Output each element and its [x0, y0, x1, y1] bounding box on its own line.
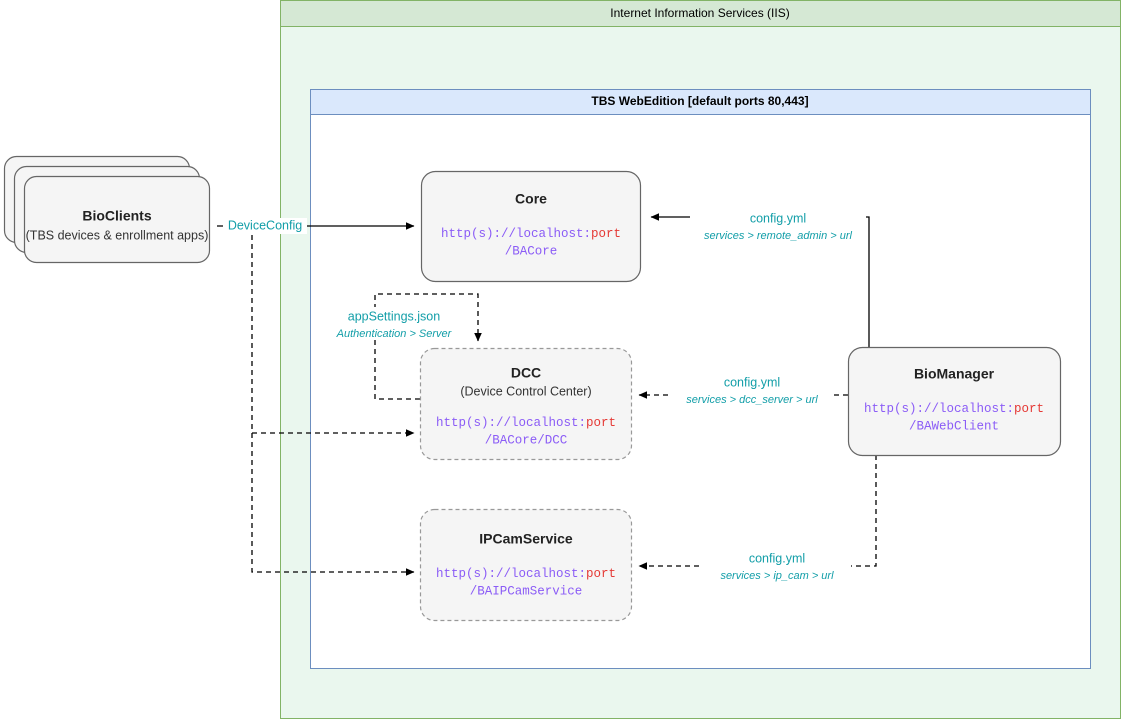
- node-ipcamservice-box: [419, 508, 633, 622]
- container-iis-header: [280, 0, 1121, 27]
- node-biomanager-box: [847, 346, 1062, 457]
- node-dcc-url-port: port: [586, 416, 616, 430]
- node-dcc-title: DCC: [511, 365, 541, 381]
- node-ipcamservice-url-path: /BAIPCamService: [470, 584, 583, 598]
- edge-label-core-config-bg: [690, 209, 866, 243]
- node-bioclients-stack-front: [23, 175, 211, 264]
- node-biomanager[interactable]: BioManager http(s)://localhost:port /BAW…: [847, 346, 1062, 457]
- edge-label-dcc-appsettings-file: appSettings.json: [348, 309, 440, 323]
- edge-label-dcc-appsettings: appSettings.json Authentication > Server: [319, 307, 469, 340]
- edge-deviceconfig-to-ipcam: [251, 433, 415, 576]
- node-dcc-url-path: /BACore/DCC: [485, 433, 568, 447]
- node-ipcamservice-url-scheme: http(s)://localhost:: [436, 567, 586, 581]
- node-core-url-scheme: http(s)://localhost:: [441, 227, 591, 241]
- node-biomanager-url-scheme: http(s)://localhost:: [864, 402, 1014, 416]
- edge-label-core-config: config.yml services > remote_admin > url: [690, 209, 866, 243]
- edge-biomanager-to-ipcam: [638, 455, 877, 570]
- node-core-url-path: /BACore: [505, 244, 558, 258]
- node-core-url-port: port: [591, 227, 621, 241]
- node-ipcamservice[interactable]: IPCamService http(s)://localhost:port /B…: [419, 508, 633, 622]
- node-dcc-subtitle: (Device Control Center): [460, 384, 591, 398]
- node-dcc-box: [419, 347, 633, 461]
- edge-label-device-config-file: DeviceConfig: [228, 218, 302, 232]
- edge-label-dcc-config-path: services > dcc_server > url: [686, 394, 818, 406]
- edge-label-core-config-file: config.yml: [750, 211, 806, 225]
- node-core-url: http(s)://localhost:port: [441, 227, 621, 241]
- node-dcc[interactable]: DCC (Device Control Center) http(s)://lo…: [419, 347, 633, 461]
- node-ipcamservice-title: IPCamService: [479, 531, 573, 547]
- node-core[interactable]: Core http(s)://localhost:port /BACore: [420, 170, 642, 283]
- edge-label-dcc-config: config.yml services > dcc_server > url: [671, 373, 833, 406]
- node-ipcamservice-url: http(s)://localhost:port: [436, 567, 616, 581]
- node-biomanager-title: BioManager: [914, 366, 995, 382]
- node-ipcamservice-url-port: port: [586, 567, 616, 581]
- container-tbs-title: TBS WebEdition [default ports 80,443]: [591, 94, 808, 108]
- container-tbs-header: [310, 89, 1091, 115]
- edge-label-dcc-config-file: config.yml: [724, 375, 780, 389]
- node-core-box: [420, 170, 642, 283]
- edge-label-dcc-config-bg: [671, 373, 833, 406]
- node-biomanager-url: http(s)://localhost:port: [864, 402, 1044, 416]
- node-biomanager-url-path: /BAWebClient: [909, 419, 999, 433]
- edge-label-ipcam-config-file: config.yml: [749, 551, 805, 565]
- edge-label-ipcam-config: config.yml services > ip_cam > url: [703, 549, 851, 582]
- node-dcc-url-scheme: http(s)://localhost:: [436, 416, 586, 430]
- edge-dcc-appsettings-loop: [374, 293, 482, 400]
- edge-label-ipcam-config-path: services > ip_cam > url: [720, 570, 834, 582]
- node-biomanager-url-port: port: [1014, 402, 1044, 416]
- node-bioclients-title: BioClients: [82, 208, 151, 224]
- node-core-title: Core: [515, 191, 547, 207]
- node-bioclients-subtitle: (TBS devices & enrollment apps): [26, 228, 209, 242]
- edge-label-device-config: DeviceConfig: [223, 218, 307, 234]
- edge-label-ipcam-config-bg: [703, 549, 851, 582]
- edge-label-dcc-appsettings-path: Authentication > Server: [336, 328, 453, 340]
- edge-label-dcc-appsettings-bg: [319, 307, 469, 340]
- node-bioclients[interactable]: BioClients (TBS devices & enrollment app…: [3, 155, 211, 264]
- edge-label-core-config-path: services > remote_admin > url: [704, 230, 853, 242]
- node-dcc-url: http(s)://localhost:port: [436, 416, 616, 430]
- edge-label-device-config-bg: [223, 218, 307, 234]
- container-iis-title: Internet Information Services (IIS): [610, 6, 789, 20]
